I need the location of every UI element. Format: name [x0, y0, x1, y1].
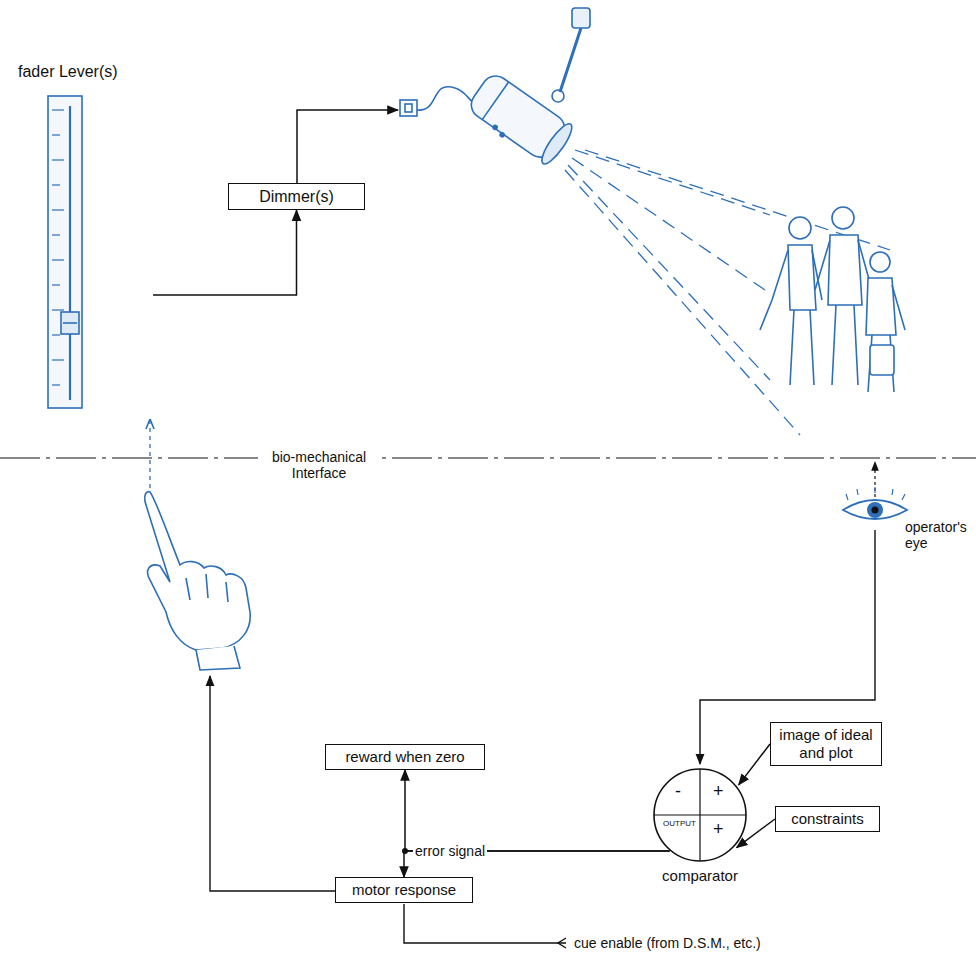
comparator-circle: -+OUTPUT+comparator [653, 768, 747, 862]
sign-plus: + [713, 782, 724, 802]
node-text: motor response [342, 881, 466, 899]
vision-wire [700, 530, 875, 764]
motor-wire [210, 676, 335, 891]
output-mark: OUTPUT [663, 820, 696, 829]
cue-arrow [558, 938, 566, 948]
input-box: constraints [775, 806, 880, 832]
process-box: motor response [335, 877, 473, 903]
node-text: Dimmer(s) [235, 187, 358, 206]
light-beam [565, 150, 890, 435]
node-heading: comparator [643, 868, 757, 885]
interface-line [0, 457, 976, 458]
fader-lever [48, 96, 82, 408]
signal-label: error signal [413, 843, 487, 859]
node-heading: fader Lever(s) [18, 62, 118, 81]
cue-label: cue enable (from D.S.M., etc.) [572, 935, 763, 951]
eye-label: operator's eye [903, 519, 976, 551]
node-text: image of ideal and plot [777, 726, 875, 762]
connector-arrow [739, 744, 770, 785]
power-wire [297, 110, 398, 183]
fader-lever-node: fader Lever(s) [18, 62, 153, 412]
node-text: constraints [782, 810, 873, 828]
sign-minus: - [675, 782, 681, 802]
operator-eye [843, 462, 907, 519]
circle-outline [653, 768, 747, 862]
actor-figures [760, 207, 905, 392]
interface-label: bio-mechanical Interface [258, 449, 380, 481]
process-box: Dimmer(s) [228, 183, 365, 210]
connector-arrow [405, 770, 670, 851]
connector-arrow [153, 210, 297, 295]
cue-wire [404, 904, 566, 943]
operator-hand [145, 492, 250, 670]
sign-plus: + [713, 820, 724, 840]
input-box: image of ideal and plot [770, 722, 882, 766]
touch-leader [149, 420, 150, 488]
spotlight [400, 8, 590, 169]
process-box: reward when zero [325, 744, 485, 770]
node-text: reward when zero [332, 748, 478, 766]
